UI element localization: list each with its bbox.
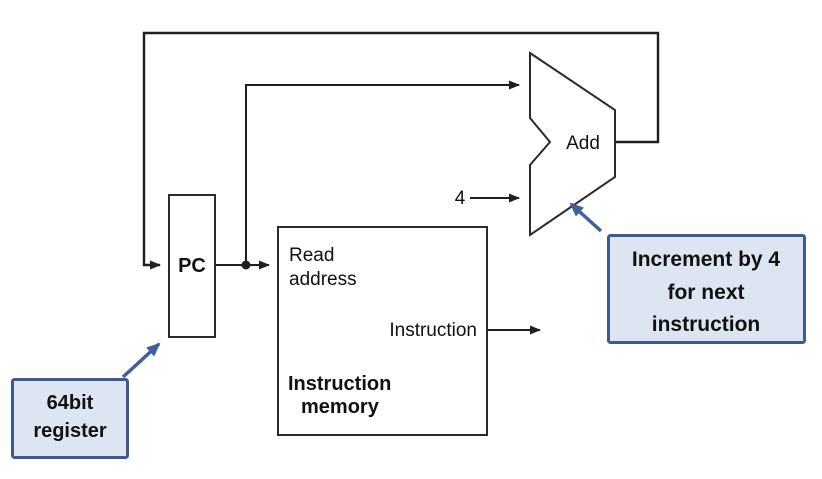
wire-pc-branch-to-adder [245,80,520,265]
pc-register-box [168,194,216,338]
pc-label: PC [178,255,206,277]
callout-adder-note-line2: for next [667,281,744,304]
read-address-label-line2: address [289,269,357,290]
callout-pc-note-box [11,378,129,459]
callout-adder-note-line1: Increment by 4 [632,248,781,271]
callout-adder-note-box [607,234,806,344]
wire-adder-output-feedback-to-pc [142,31,660,270]
read-address-label-line1: Read [289,245,334,266]
callout-adder-note-line3: instruction [652,313,761,336]
instruction-output-label: Instruction [389,320,477,341]
wire-layer [142,31,660,335]
adder-label: Add [566,133,600,154]
instruction-memory-name-line2: memory [301,396,380,418]
callout-arrow-to-pc [121,342,161,379]
instruction-memory-name-line1: Instruction [288,373,391,395]
callout-pc-note-line1: 64bit [47,392,94,414]
adder-alu-shape [529,51,616,237]
callout-arrow-to-adder [569,202,603,233]
wire-junction-dot [241,260,251,270]
instruction-memory-box [277,226,488,436]
callout-pc-note-line2: register [33,420,107,442]
constant-4-label: 4 [455,188,466,209]
